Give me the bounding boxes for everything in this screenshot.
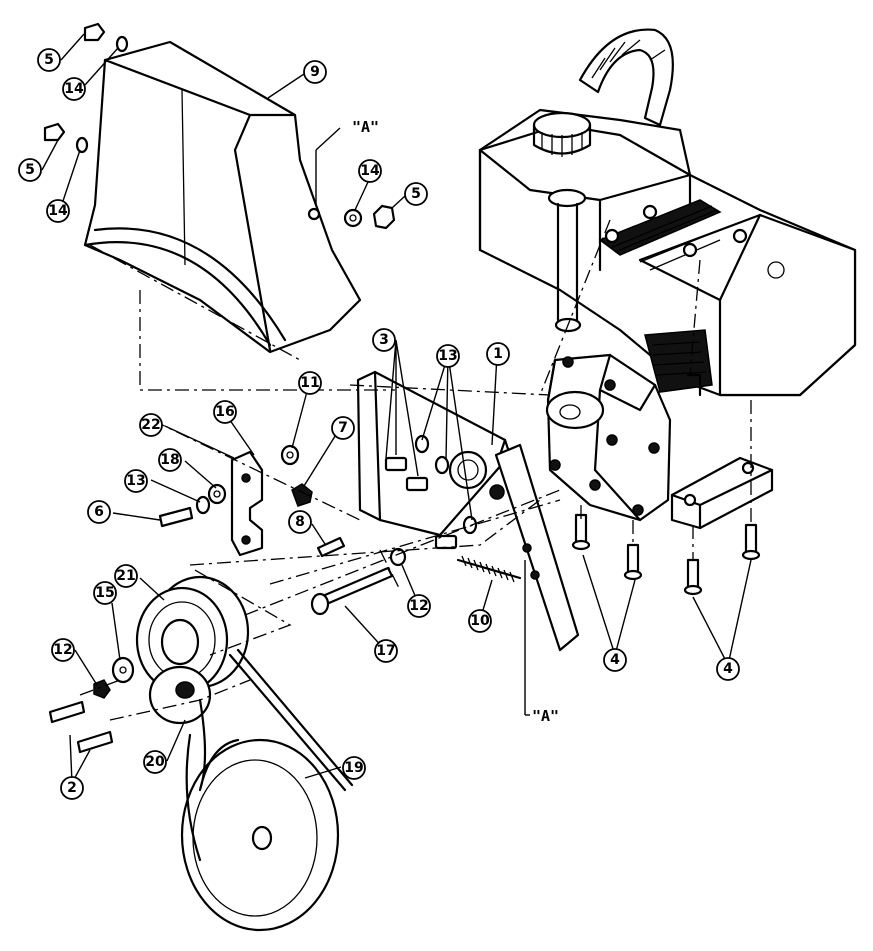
svg-text:15: 15	[95, 585, 114, 601]
svg-text:18: 18	[160, 452, 179, 468]
callout-17: 17	[374, 639, 398, 663]
svg-text:13: 13	[126, 473, 145, 489]
spring	[456, 555, 522, 583]
callout-1: 1	[486, 342, 510, 366]
callout-11: 11	[298, 371, 322, 395]
pulleys	[135, 575, 354, 932]
svg-text:20: 20	[145, 754, 165, 770]
drive-housing	[545, 353, 672, 522]
callout-6: 6	[87, 500, 111, 524]
alignment-lines	[79, 219, 752, 721]
callout-14: 14	[62, 77, 86, 101]
callout-12: 12	[407, 594, 431, 618]
svg-text:22: 22	[141, 417, 160, 433]
callout-8: 8	[288, 510, 312, 534]
svg-text:14: 14	[48, 203, 68, 219]
callout-10: 10	[468, 609, 492, 633]
svg-text:6: 6	[94, 504, 104, 520]
svg-text:12: 12	[53, 642, 72, 658]
svg-text:2: 2	[67, 780, 77, 796]
svg-text:4: 4	[723, 661, 733, 677]
callout-18: 18	[158, 448, 182, 472]
svg-text:5: 5	[25, 162, 35, 178]
callout-15: 15	[93, 581, 117, 605]
svg-text:8: 8	[295, 514, 305, 530]
callout-4: 4	[603, 648, 627, 672]
reference-labels: "A" "A"	[315, 118, 559, 725]
svg-text:7: 7	[338, 420, 348, 436]
reference-a-bottom: "A"	[532, 707, 559, 725]
callout-22: 22	[139, 413, 163, 437]
hardware	[43, 22, 761, 754]
svg-text:19: 19	[344, 760, 363, 776]
callout-7: 7	[331, 416, 355, 440]
callout-19: 19	[342, 756, 366, 780]
callout-14: 14	[358, 159, 382, 183]
callout-12: 12	[51, 638, 75, 662]
callout-5: 5	[18, 158, 42, 182]
svg-text:10: 10	[470, 613, 490, 629]
svg-text:17: 17	[376, 643, 395, 659]
callout-20: 20	[143, 750, 167, 774]
svg-text:3: 3	[379, 332, 389, 348]
callout-5: 5	[37, 48, 61, 72]
svg-text:5: 5	[411, 186, 421, 202]
svg-text:5: 5	[44, 52, 54, 68]
svg-text:14: 14	[64, 81, 84, 97]
svg-text:4: 4	[610, 652, 620, 668]
svg-text:11: 11	[300, 375, 319, 391]
callout-13: 13	[124, 469, 148, 493]
callout-5: 5	[404, 182, 428, 206]
svg-text:16: 16	[215, 404, 234, 420]
svg-text:14: 14	[360, 163, 380, 179]
engine	[478, 28, 857, 530]
callout-4: 4	[716, 657, 740, 681]
svg-text:9: 9	[310, 64, 320, 80]
mounting-plate	[356, 370, 580, 652]
callout-21: 21	[114, 564, 138, 588]
belt-cover	[83, 40, 362, 354]
svg-text:21: 21	[116, 568, 135, 584]
callout-13: 13	[436, 344, 460, 368]
callout-3: 3	[372, 328, 396, 352]
callout-14: 14	[46, 199, 70, 223]
svg-text:12: 12	[409, 598, 428, 614]
callout-16: 16	[213, 400, 237, 424]
callout-2: 2	[60, 776, 84, 800]
reference-a-top: "A"	[352, 118, 379, 136]
svg-text:13: 13	[438, 348, 457, 364]
callout-9: 9	[303, 60, 327, 84]
svg-text:1: 1	[493, 346, 503, 362]
